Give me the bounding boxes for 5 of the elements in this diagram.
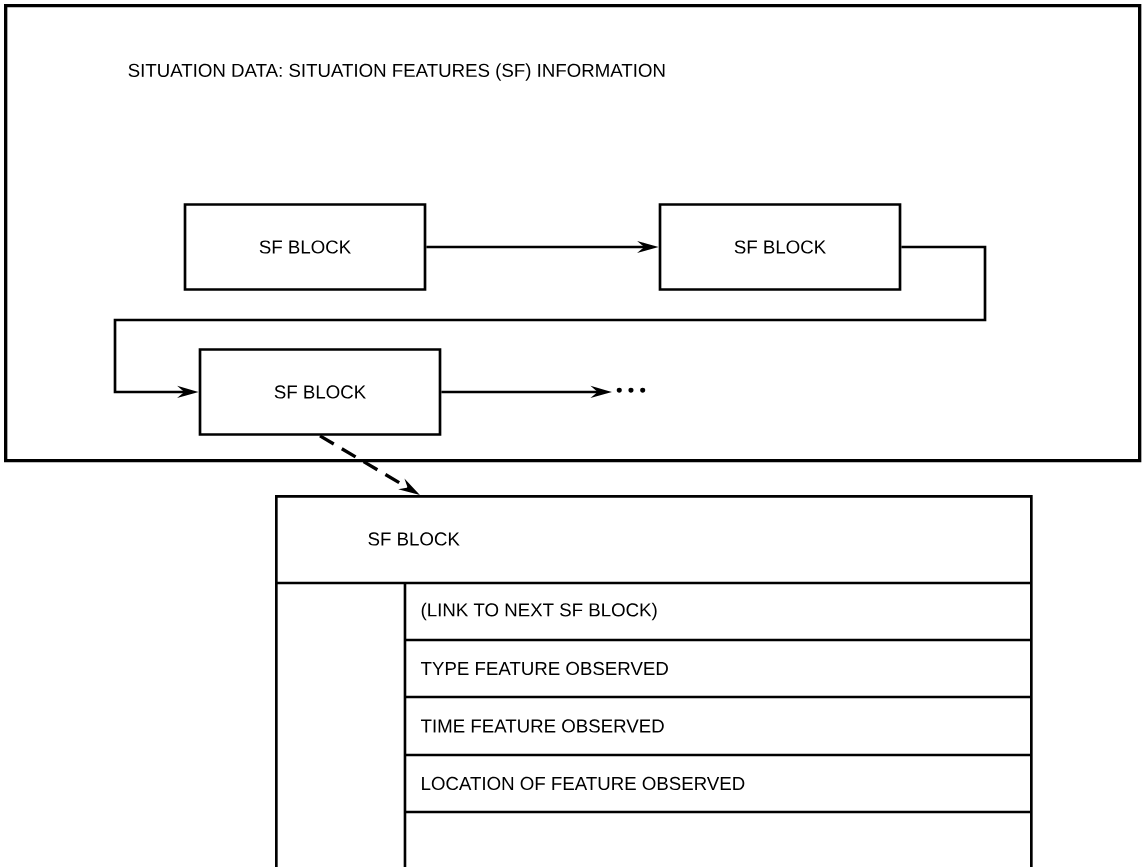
block-box: SF BLOCK — [198, 348, 442, 436]
ellipsis: • • • — [616, 387, 646, 393]
block-box: SF BLOCK — [658, 203, 902, 291]
record-table: SF BLOCK (LINK TO NEXT SF BLOCK) TYPE FEATURE OBSERVED TIME FEATURE OBSERVED LOCATION OF FEATURE OBSERVED — [275, 495, 1033, 867]
block-box: SF BLOCK — [183, 203, 427, 291]
